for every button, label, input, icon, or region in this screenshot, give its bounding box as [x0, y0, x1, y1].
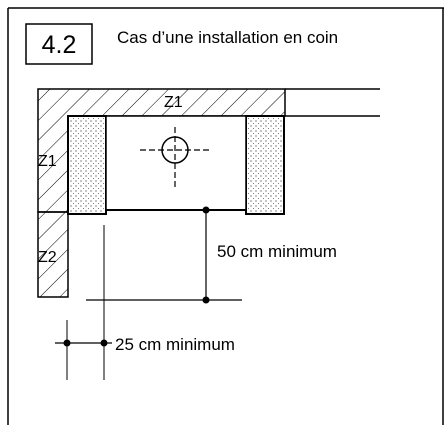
front-clearance-label: 50 cm minimum	[217, 242, 337, 261]
dimension-point-side-left	[63, 339, 71, 347]
dimension-point-front-bottom	[202, 296, 210, 304]
insulation-right	[245, 115, 285, 215]
zone-label-z2: Z2	[38, 249, 57, 266]
dimension-point-front-top	[202, 206, 210, 214]
zone-label-z1-side: Z1	[38, 153, 57, 170]
insulation-left	[67, 115, 107, 215]
section-number: 4.2	[42, 31, 77, 59]
wall-z2-lower	[37, 211, 69, 298]
side-clearance-label: 25 cm minimum	[115, 335, 235, 354]
section-number-box	[25, 23, 93, 65]
flue-symbol	[140, 127, 210, 188]
section-title: Cas d’une installation en coin	[117, 28, 338, 47]
zone-label-z1-top: Z1	[164, 94, 183, 111]
front-clearance-dimension	[86, 206, 242, 304]
dimension-point-side-right	[100, 339, 108, 347]
side-clearance-dimension	[55, 225, 112, 380]
